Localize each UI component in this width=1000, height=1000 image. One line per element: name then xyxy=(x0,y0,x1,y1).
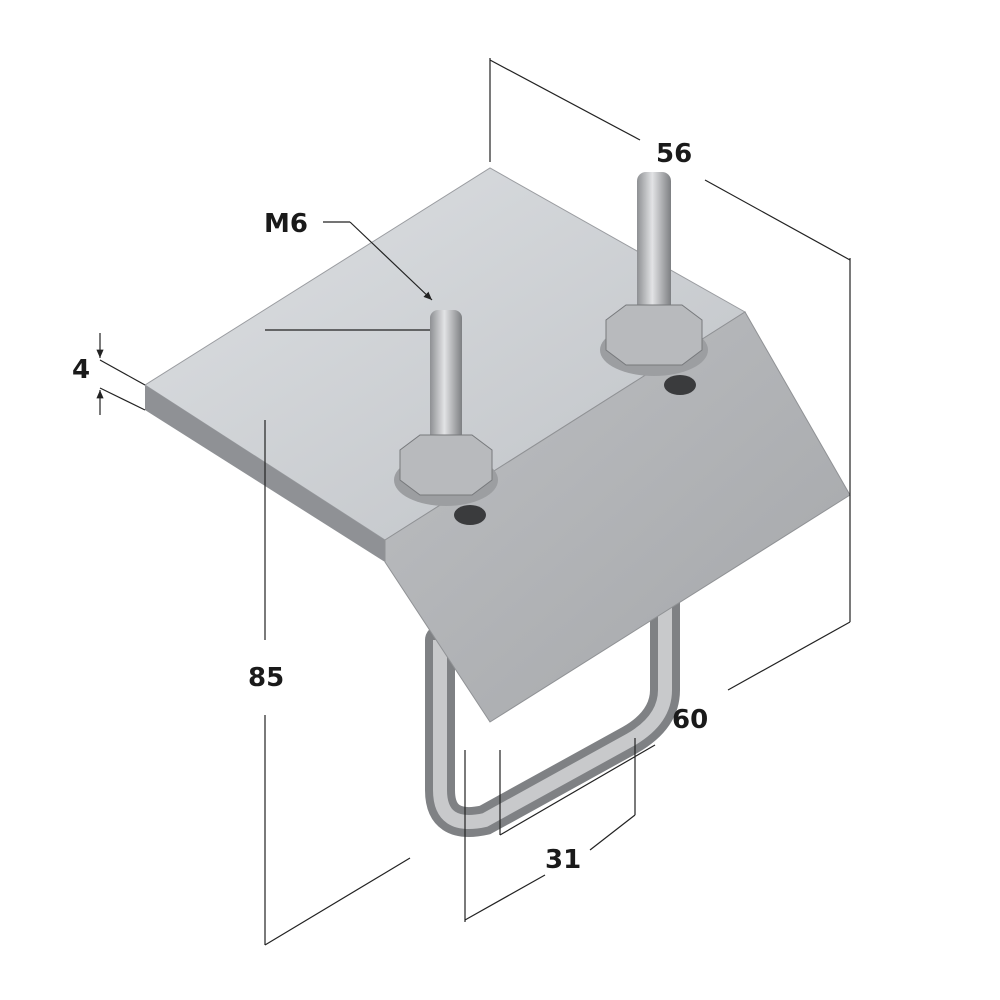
stud-bolt-right xyxy=(600,172,708,395)
dimension-label-depth: 60 xyxy=(672,705,708,735)
dimension-label-height: 85 xyxy=(248,663,284,693)
bracket-plate xyxy=(144,167,851,723)
u-bolt xyxy=(425,585,680,837)
dimension-lines xyxy=(96,58,851,946)
dimension-label-thread: M6 xyxy=(264,209,308,239)
dimension-label-ubolt-width: 31 xyxy=(545,845,581,875)
dimension-label-56: 56 xyxy=(656,139,692,169)
dimension-label-thickness: 4 xyxy=(72,355,90,385)
stud-bolt-left xyxy=(394,310,498,525)
